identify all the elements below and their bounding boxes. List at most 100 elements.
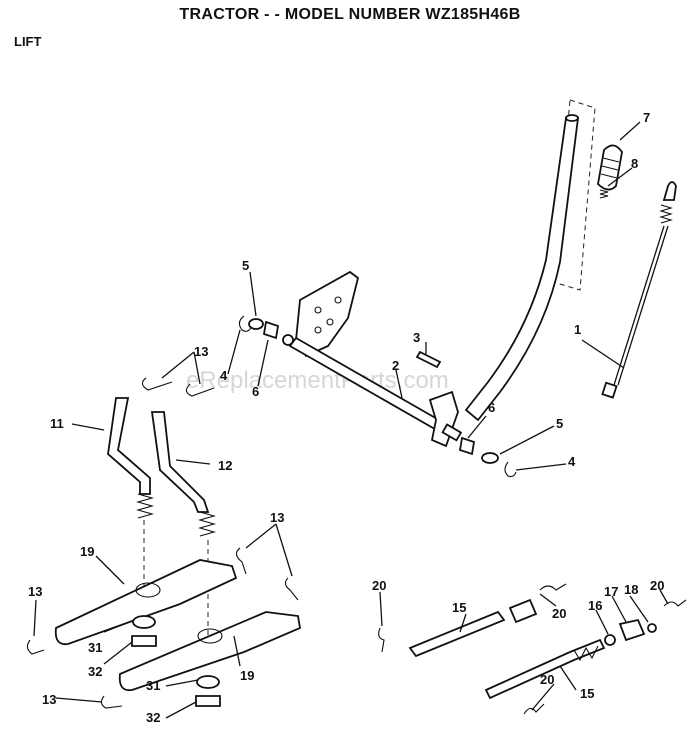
callout-19: 19 xyxy=(240,668,254,683)
leader-line xyxy=(193,351,201,385)
callout-5: 5 xyxy=(556,416,563,431)
bushing xyxy=(262,320,280,340)
callout-20: 20 xyxy=(540,672,554,687)
lift-rod-edge xyxy=(617,225,669,386)
callout-5: 5 xyxy=(242,258,249,273)
retaining-clip xyxy=(504,461,517,478)
leader-line xyxy=(233,635,241,667)
leader-line xyxy=(55,697,103,703)
hairpin-clip xyxy=(26,639,45,655)
leader-line xyxy=(659,589,669,605)
callout-4: 4 xyxy=(568,454,576,469)
callout-2: 2 xyxy=(392,358,399,373)
callout-18: 18 xyxy=(624,582,638,597)
callout-15: 15 xyxy=(452,600,466,615)
leader-line xyxy=(33,599,37,637)
leader-line xyxy=(531,683,555,711)
leader-line xyxy=(559,665,577,691)
diagram-title: TRACTOR - - MODEL NUMBER WZ185H46B xyxy=(179,6,521,23)
trunnion xyxy=(618,618,646,642)
callout-13: 13 xyxy=(42,692,56,707)
lift-handle xyxy=(464,117,580,422)
callout-15: 15 xyxy=(580,686,594,701)
callout-4: 4 xyxy=(220,368,228,383)
lift-rod-lower-thread xyxy=(573,645,599,662)
lift-arm-upper xyxy=(54,559,238,646)
spacer xyxy=(647,623,657,633)
callout-20: 20 xyxy=(650,578,664,593)
lift-link-right-thread xyxy=(197,511,217,537)
lift-rod-end xyxy=(601,381,618,399)
leader-line xyxy=(275,523,293,577)
cotter-pin xyxy=(378,627,385,653)
callout-20: 20 xyxy=(372,578,386,593)
cotter-pin xyxy=(539,583,567,591)
callout-16: 16 xyxy=(588,598,602,613)
lift-arm-lower xyxy=(118,611,302,692)
bushing xyxy=(458,436,476,456)
callout-8: 8 xyxy=(631,156,638,171)
leader-line xyxy=(165,701,197,719)
callout-6: 6 xyxy=(252,384,259,399)
callout-1: 1 xyxy=(574,322,581,337)
hairpin-clip xyxy=(100,695,123,709)
leader-line xyxy=(467,415,487,439)
leader-line xyxy=(611,595,627,623)
washer xyxy=(481,452,499,464)
nut xyxy=(195,695,221,707)
lift-shaft-end xyxy=(282,334,294,346)
callout-12: 12 xyxy=(218,458,232,473)
hairpin-clip xyxy=(235,547,247,575)
washer xyxy=(196,675,220,689)
hairpin-clip xyxy=(185,383,215,397)
bracket-hole xyxy=(326,318,334,326)
callout-13: 13 xyxy=(194,344,208,359)
bracket-hole xyxy=(314,306,322,314)
key xyxy=(415,350,442,369)
lift-rod xyxy=(613,225,665,386)
leader-line xyxy=(175,459,211,465)
lift-rod-lower xyxy=(484,638,606,700)
leader-line xyxy=(395,369,403,399)
bracket-hole xyxy=(334,296,342,304)
bracket-hole xyxy=(314,326,322,334)
cotter-pin xyxy=(523,703,545,715)
callout-19: 19 xyxy=(80,544,94,559)
leader-line xyxy=(249,271,257,317)
washer xyxy=(132,615,156,629)
callout-13: 13 xyxy=(28,584,42,599)
leader-line xyxy=(459,613,467,633)
leader-line xyxy=(103,641,133,665)
lift-handle-end xyxy=(565,114,579,122)
washer xyxy=(604,634,616,646)
leader-line xyxy=(581,339,625,369)
lift-link-left-thread xyxy=(135,493,155,519)
callout-32: 32 xyxy=(88,664,102,679)
section-label: LIFT xyxy=(14,34,42,49)
watermark-text: eReplacementParts.com xyxy=(186,367,449,394)
leader-line xyxy=(595,609,609,635)
lift-arm-lower-hub xyxy=(197,628,223,644)
leader-line xyxy=(165,679,199,687)
leader-line xyxy=(71,423,105,431)
hairpin-clip xyxy=(284,577,299,601)
callout-20: 20 xyxy=(552,606,566,621)
callout-6: 6 xyxy=(488,400,495,415)
callout-31: 31 xyxy=(88,640,102,655)
callout-13: 13 xyxy=(270,510,284,525)
leader-line xyxy=(245,523,277,549)
callout-32: 32 xyxy=(146,710,160,725)
leader-line xyxy=(619,121,641,141)
leader-line xyxy=(227,329,241,375)
callout-3: 3 xyxy=(413,330,420,345)
leader-line xyxy=(95,555,125,585)
retaining-clip xyxy=(238,315,253,332)
leader-line xyxy=(499,425,555,455)
leader-line xyxy=(607,167,633,187)
handle-grip-ridges xyxy=(600,157,620,179)
lift-rod-spring xyxy=(659,204,673,224)
leader-line xyxy=(257,339,269,387)
lift-arm-upper-hub xyxy=(135,582,161,598)
handle-spring xyxy=(599,189,609,199)
nut xyxy=(131,635,157,647)
